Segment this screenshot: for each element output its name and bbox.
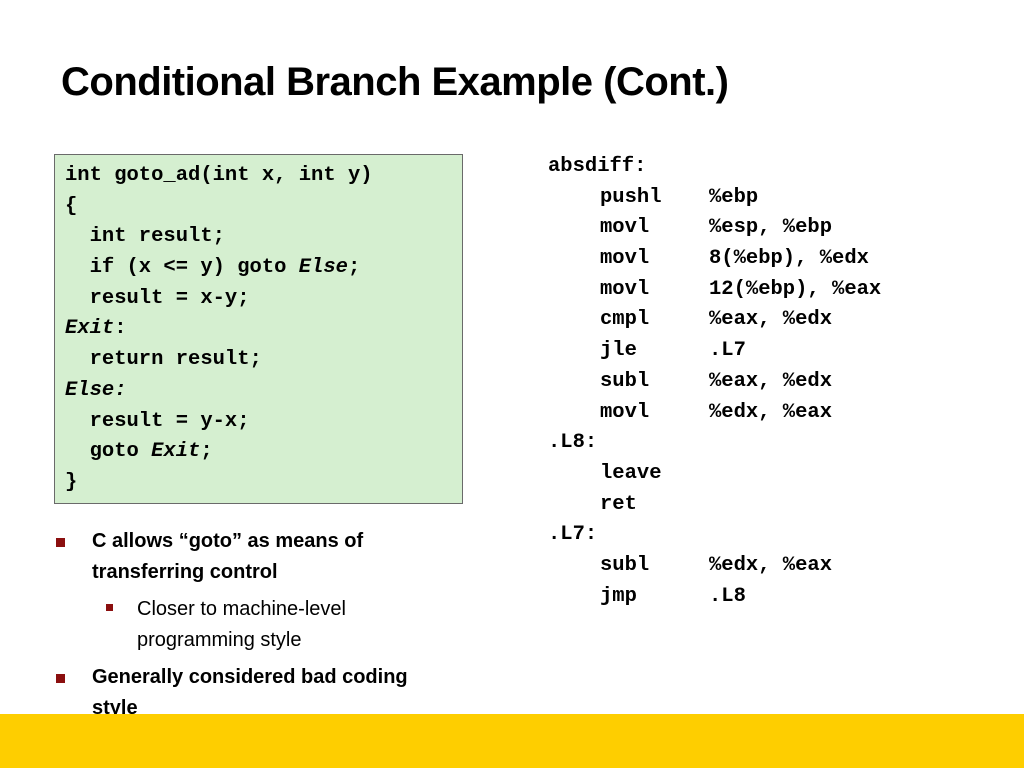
code-line: Else:	[65, 376, 462, 407]
asm-mnemonic: movl	[600, 216, 650, 240]
asm-mnemonic: jmp	[600, 584, 637, 608]
asm-mnemonic: leave	[600, 461, 662, 485]
code-line: goto Exit;	[65, 437, 462, 468]
footer-bar	[0, 714, 1024, 768]
asm-operands: %edx, %eax	[709, 400, 833, 424]
asm-mnemonic: movl	[600, 277, 650, 301]
asm-label-line: absdiff:	[548, 152, 881, 183]
asm-label-line: .L8:	[548, 428, 881, 459]
asm-instruction: subl %eax, %edx	[548, 367, 881, 398]
code-token: ;	[200, 440, 213, 464]
asm-operands: .L8	[709, 584, 746, 608]
square-bullet-icon	[56, 538, 65, 547]
assembly-listing: absdiff: pushl %ebp movl %esp, %ebp movl 8(%eb…	[548, 152, 881, 612]
asm-operands: %eax, %edx	[709, 308, 833, 332]
code-token: :	[114, 317, 127, 341]
code-token: return result;	[65, 348, 262, 372]
bullet-item: C allows “goto” as means of transferring…	[56, 526, 456, 588]
asm-instruction: cmpl %eax, %edx	[548, 305, 881, 336]
asm-operands: %edx, %eax	[709, 553, 833, 577]
code-line: Exit:	[65, 314, 462, 345]
asm-mnemonic: subl	[600, 369, 650, 393]
code-line: int result;	[65, 222, 462, 253]
bullet-list: C allows “goto” as means of transferring…	[56, 526, 456, 730]
code-line: result = y-x;	[65, 407, 462, 438]
code-token: ;	[347, 256, 361, 280]
code-line: int goto_ad(int x, int y)	[65, 161, 462, 192]
bullet-item: Generally considered bad coding style	[56, 662, 456, 724]
asm-instruction: jmp .L8	[548, 582, 881, 613]
asm-mnemonic: ret	[600, 492, 637, 516]
asm-instruction: ret	[548, 490, 881, 521]
code-label-token: Exit	[65, 317, 115, 341]
asm-operands: %eax, %edx	[709, 369, 833, 393]
code-label-token: Else:	[65, 378, 127, 402]
asm-operands: 12(%ebp), %eax	[709, 277, 882, 301]
asm-mnemonic: cmpl	[600, 308, 650, 332]
code-label-token: Else	[298, 256, 348, 280]
bullet-text: Closer to machine-level programming styl…	[137, 598, 346, 651]
asm-instruction: movl %esp, %ebp	[548, 213, 881, 244]
code-token: goto	[65, 440, 152, 464]
asm-label: absdiff:	[548, 155, 647, 178]
code-token: result = y-x;	[65, 409, 250, 433]
asm-instruction: pushl %ebp	[548, 183, 881, 214]
asm-instruction: leave	[548, 459, 881, 490]
code-token: result = x-y;	[65, 286, 250, 310]
sub-bullet-item: Closer to machine-level programming styl…	[56, 594, 456, 656]
asm-mnemonic: pushl	[600, 185, 662, 209]
code-line: return result;	[65, 345, 462, 376]
code-label-token: Exit	[151, 440, 201, 464]
asm-operands: 8(%ebp), %edx	[709, 247, 869, 271]
asm-instruction: jle .L7	[548, 336, 881, 367]
asm-operands: .L7	[709, 339, 746, 363]
bullet-text: C allows “goto” as means of transferring…	[92, 530, 364, 583]
asm-label-line: .L7:	[548, 520, 881, 551]
slide-title: Conditional Branch Example (Cont.)	[61, 60, 729, 104]
asm-instruction: subl %edx, %eax	[548, 551, 881, 582]
asm-instruction: movl 12(%ebp), %eax	[548, 275, 881, 306]
asm-label: .L7:	[548, 523, 598, 547]
code-token: {	[65, 194, 78, 218]
code-line: if (x <= y) goto Else;	[65, 253, 462, 284]
code-line: {	[65, 192, 462, 223]
square-bullet-icon	[56, 674, 65, 683]
asm-instruction: movl 8(%ebp), %edx	[548, 244, 881, 275]
asm-mnemonic: movl	[600, 247, 650, 271]
code-token: int result;	[65, 225, 225, 249]
code-line: }	[65, 468, 462, 499]
asm-operands: %esp, %ebp	[709, 216, 833, 240]
code-token: int goto_ad(int x, int y)	[65, 164, 373, 187]
code-line: result = x-y;	[65, 284, 462, 315]
asm-label: .L8:	[548, 431, 598, 455]
asm-operands: %ebp	[709, 185, 759, 209]
c-code-box: int goto_ad(int x, int y) { int result; i…	[54, 154, 463, 504]
code-token: if (x <= y) goto	[65, 256, 299, 280]
asm-mnemonic: subl	[600, 553, 650, 577]
asm-mnemonic: movl	[600, 400, 650, 424]
bullet-text: Generally considered bad coding style	[92, 666, 408, 719]
asm-mnemonic: jle	[600, 339, 637, 363]
asm-instruction: movl %edx, %eax	[548, 398, 881, 429]
code-token: }	[65, 470, 78, 494]
square-bullet-icon	[106, 604, 113, 611]
